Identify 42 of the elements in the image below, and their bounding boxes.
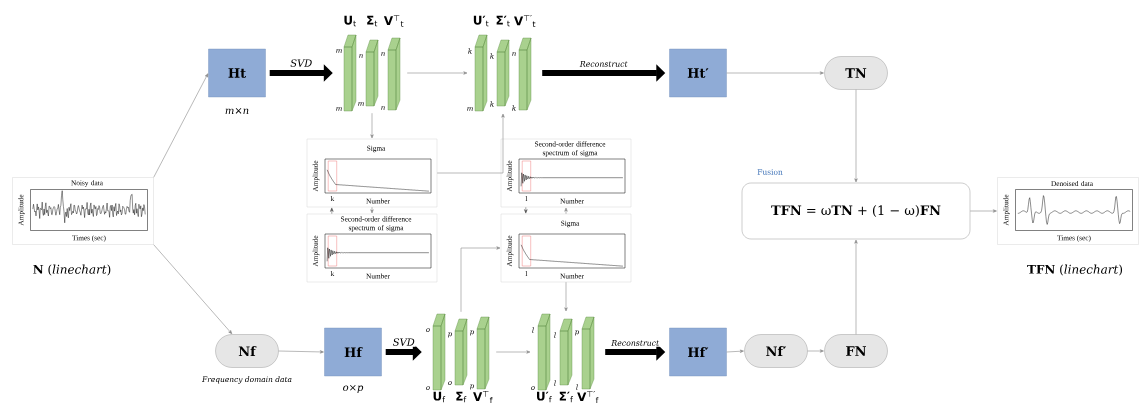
arrow — [278, 350, 324, 354]
edge-label: SVD — [289, 58, 314, 68]
matrix-symbol: Σ′$_{t}$ — [496, 15, 510, 27]
process-box: Hf — [324, 327, 382, 377]
arrow — [564, 281, 568, 312]
arrow — [406, 71, 468, 75]
process-box: Ht — [208, 48, 266, 98]
arrow — [854, 239, 858, 335]
arrow — [153, 244, 233, 334]
rounded-node: FN — [824, 334, 888, 368]
matrix-symbol: U$_{f}$ — [433, 391, 446, 403]
matrix-symbol: U$_{t}$ — [344, 15, 356, 27]
arrow — [807, 349, 824, 353]
arrow — [969, 209, 997, 213]
arrow — [854, 89, 858, 183]
matrix-symbol: U′$_{f}$ — [537, 391, 552, 403]
caption-text: TFN (linechart) — [1027, 264, 1122, 276]
arrow — [153, 73, 209, 178]
matrix-symbol: Σ$_{f}$ — [456, 391, 467, 403]
matrix-symbol: Σ′$_{f}$ — [559, 391, 573, 403]
rounded-node: Nf — [215, 334, 279, 368]
arrow — [726, 349, 744, 353]
arrow — [460, 246, 501, 313]
rounded-node: TN — [824, 56, 888, 90]
caption-text: N (linechart) — [33, 264, 111, 276]
caption-text: m×n — [225, 108, 249, 114]
arrow — [495, 350, 531, 354]
arrow — [330, 207, 334, 215]
formula-box: TFN = ωTN + (1 − ω)FN — [741, 182, 971, 240]
edge-label: SVD — [391, 337, 416, 347]
rounded-node: Nf′ — [744, 334, 808, 368]
arrow — [370, 112, 374, 139]
process-box: Hf′ — [669, 327, 727, 377]
matrix-symbol: Σ$_{t}$ — [367, 15, 378, 27]
arrow — [524, 206, 528, 214]
caption-text: o×p — [343, 385, 364, 393]
arrow — [436, 113, 505, 174]
arrow — [370, 206, 374, 214]
process-box: Ht′ — [669, 48, 727, 98]
matrix-symbol: U′$_{t}$ — [473, 15, 489, 27]
arrow — [564, 207, 568, 215]
arrow — [726, 71, 824, 75]
